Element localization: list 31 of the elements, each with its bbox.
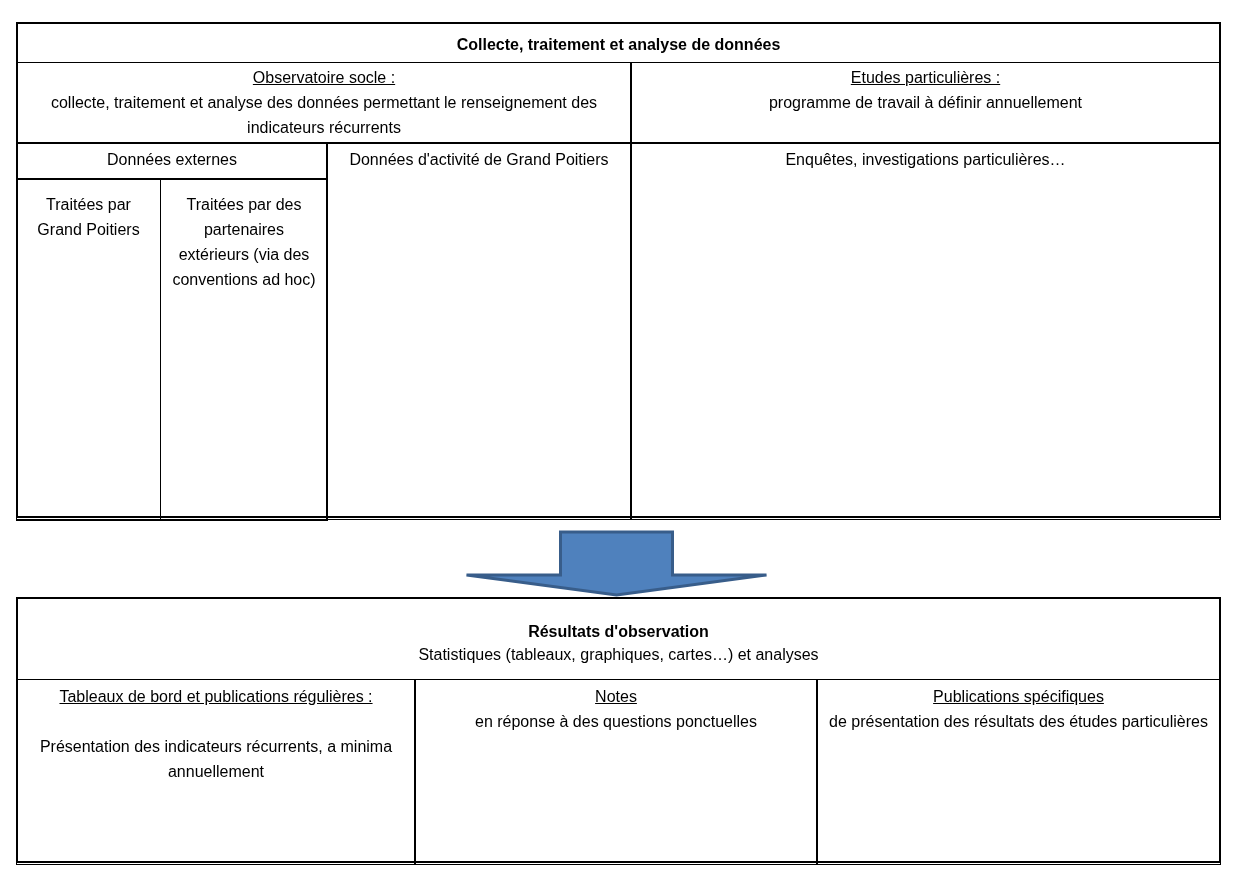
cell-text: Données d'activité de Grand Poitiers — [348, 150, 610, 170]
table-cell — [16, 597, 1221, 863]
cell-text: programme de travail à définir annuellement — [767, 93, 1084, 113]
cell-text: Présentation des indicateurs récurrents, a minima annuellement — [38, 737, 394, 782]
table-cell — [16, 142, 328, 520]
table-cell — [16, 62, 632, 144]
table-cell — [630, 62, 1221, 144]
cell-heading: Notes — [594, 687, 638, 707]
cell-text: Statistiques (tableaux, graphiques, cartes…) et analyses — [417, 645, 820, 665]
cell-text: Collecte, traitement et analyse de données — [455, 35, 782, 55]
cell-heading: Etudes particulières : — [849, 68, 1002, 88]
table-cell — [16, 179, 161, 521]
table-cell — [630, 142, 1221, 520]
cell-heading: Observatoire socle : — [251, 68, 397, 88]
table-cell — [326, 142, 632, 520]
table-cell — [16, 679, 416, 865]
cell-text: collecte, traitement et analyse des données permettant le renseignement des indicateurs récurrents — [49, 93, 599, 138]
cell-text: Enquêtes, investigations particulières… — [784, 150, 1067, 170]
cell-heading: Publications spécifiques — [932, 687, 1105, 707]
cell-text: Traitées par Grand Poitiers — [36, 195, 141, 240]
cell-heading: Résultats d'observation — [527, 622, 710, 642]
table-cell — [160, 179, 328, 521]
cell-text: de présentation des résultats des études particulières — [828, 712, 1209, 732]
cell-heading: Tableaux de bord et publications régulières : — [58, 687, 374, 707]
table-cell — [816, 679, 1221, 865]
cell-text: Traitées par des partenaires extérieurs (via des conventions ad hoc) — [171, 195, 317, 290]
cell-text: en réponse à des questions ponctuelles — [474, 712, 758, 732]
block-arrow — [465, 530, 768, 597]
table-cell — [414, 679, 818, 865]
table-cell — [16, 22, 1221, 518]
cell-text: Données externes — [106, 150, 238, 170]
